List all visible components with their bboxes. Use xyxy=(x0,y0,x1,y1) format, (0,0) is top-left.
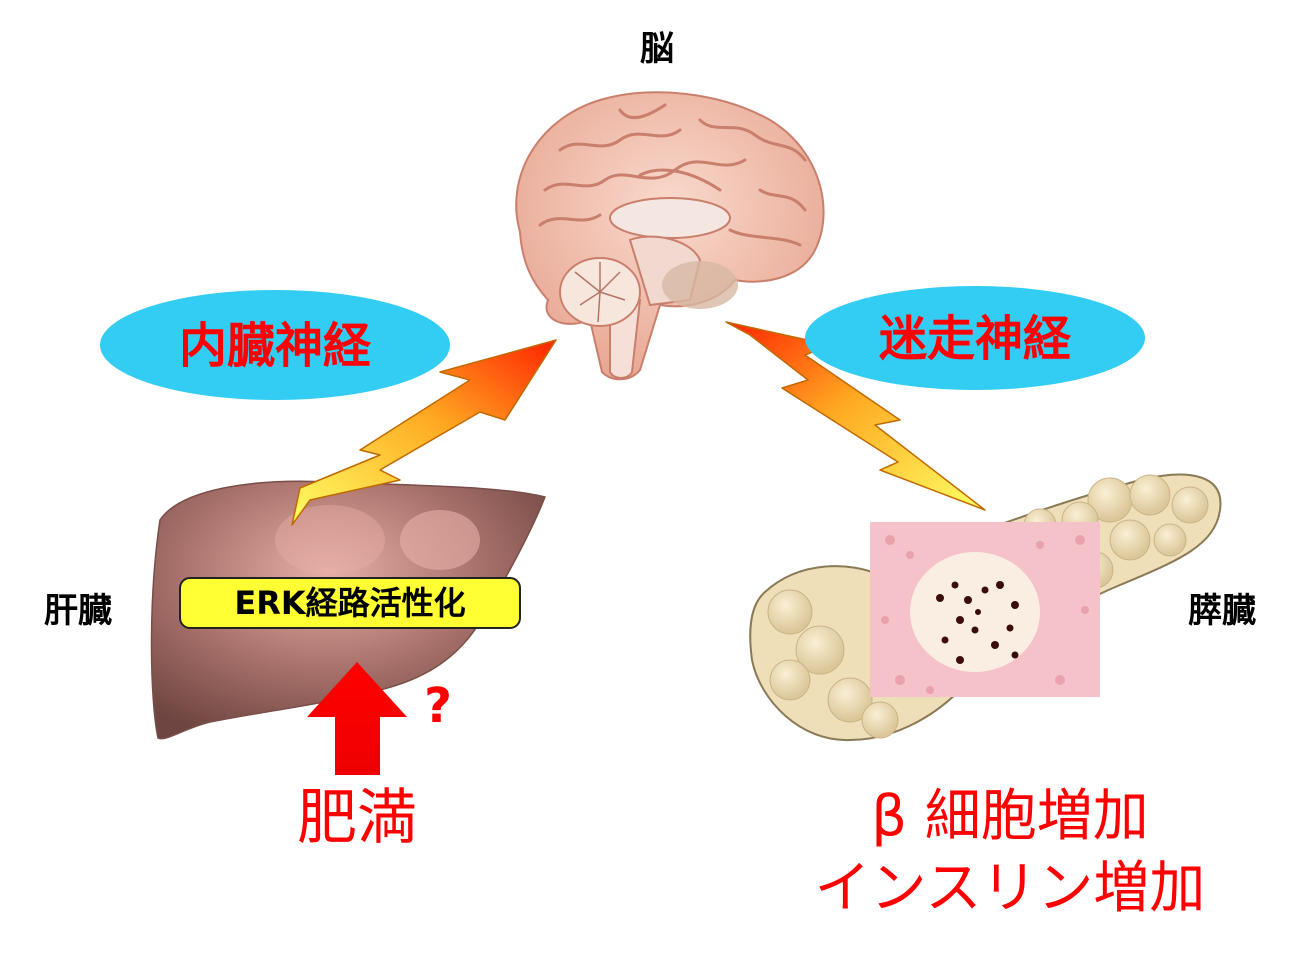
afferent-pathway-ellipse xyxy=(100,290,450,400)
efferent-pathway-label: 迷走神経 xyxy=(879,311,1072,367)
afferent-nerve-arrow xyxy=(291,339,557,526)
liver-label: 肝臓 xyxy=(44,591,112,631)
brain-label: 脳 xyxy=(640,29,674,69)
beta-cell-stain-dots xyxy=(936,581,1019,664)
outcome-line-1: β 細胞増加 xyxy=(871,784,1149,849)
islet-histology-image xyxy=(870,522,1100,697)
erk-box-label: ERK経路活性化 xyxy=(234,584,465,622)
pancreas-label: 膵臓 xyxy=(1188,591,1256,631)
up-arrow-icon xyxy=(307,662,407,775)
question-mark: ? xyxy=(424,678,452,734)
brain-illustration xyxy=(515,91,825,381)
afferent-pathway-label: 内臓神経 xyxy=(179,318,372,374)
outcome-line-2: インスリン増加 xyxy=(815,856,1206,921)
efferent-pathway-ellipse xyxy=(805,286,1145,390)
erk-box xyxy=(179,577,521,629)
cerebellum-icon xyxy=(559,257,641,327)
obesity-label: 肥満 xyxy=(297,783,417,853)
efferent-nerve-arrow xyxy=(725,321,986,511)
